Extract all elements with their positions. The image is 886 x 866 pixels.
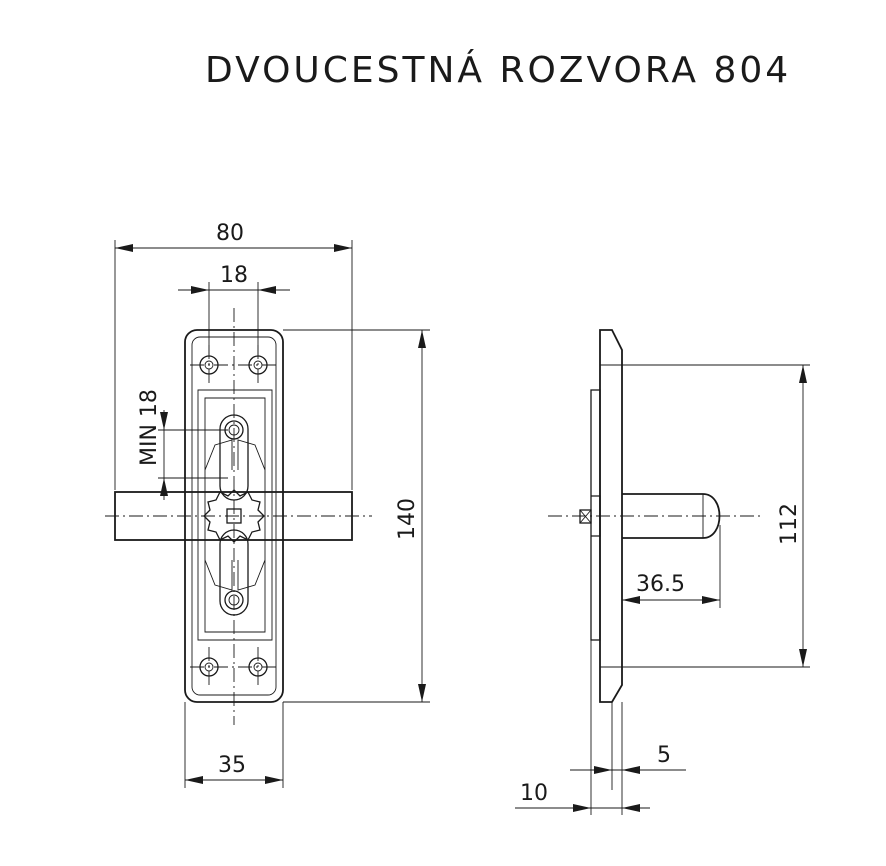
side-view: 112 36.5 5 10 [515, 329, 810, 815]
dimension-112-label: 112 [777, 503, 802, 545]
dimension-140-label: 140 [395, 498, 420, 540]
mechanism-housing [197, 389, 273, 641]
side-spindle-stub [579, 509, 592, 524]
dimension-36-5: 36.5 [621, 525, 721, 608]
dimension-35: 35 [184, 702, 284, 788]
dimension-112: 112 [622, 364, 810, 668]
dimension-35-label: 35 [218, 753, 246, 778]
mechanism-cam-left [204, 439, 233, 591]
dimension-18-horizontal: 18 [178, 263, 290, 355]
dimension-10: 10 [515, 640, 650, 815]
dimension-140: 140 [283, 329, 430, 703]
side-backplate [599, 329, 623, 703]
dimension-36-5-label: 36.5 [636, 572, 685, 597]
mechanism-cam-right [237, 439, 266, 591]
dimension-min-18-label: MIN 18 [137, 389, 162, 466]
dimension-18-label: 18 [220, 263, 248, 288]
dimension-80: 80 [114, 221, 353, 490]
front-view: 80 18 MIN 18 140 [105, 221, 430, 788]
dimension-80-label: 80 [216, 221, 244, 246]
drawing-title: DVOUCESTNÁ ROZVORA 804 [205, 49, 791, 91]
side-base-plate [590, 389, 601, 641]
dimension-5-label: 5 [657, 743, 671, 768]
dimension-10-label: 10 [520, 781, 548, 806]
dimension-min-18: MIN 18 [137, 389, 228, 500]
dimension-5: 5 [570, 702, 686, 790]
